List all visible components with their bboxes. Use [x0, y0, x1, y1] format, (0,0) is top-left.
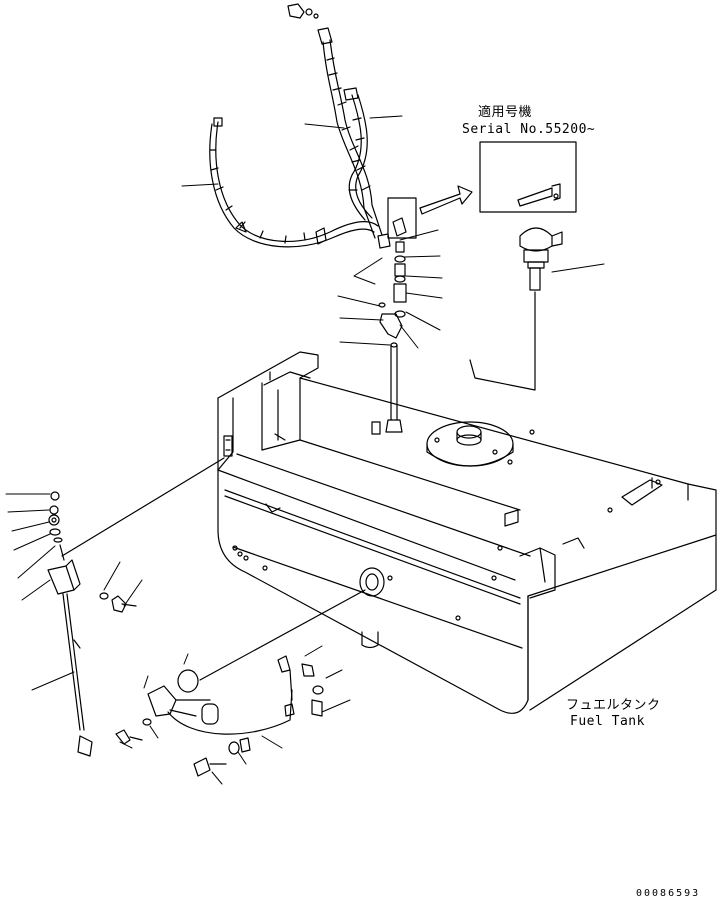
fuel-sender-assembly: [115, 589, 366, 777]
connector-stack: [371, 197, 417, 435]
gauge-rod-assembly: [47, 457, 225, 757]
hose-assembly: [209, 3, 383, 248]
drawing-number: 00086593: [636, 888, 701, 899]
serial-number-label: Serial No.55200~: [462, 122, 596, 137]
breather-cap: [469, 227, 563, 391]
fuel-tank-label-jp: フュエルタンク: [566, 698, 661, 713]
fuel-tank-body: [217, 351, 717, 714]
filler-cap-base: [426, 421, 514, 467]
leader-lines: [5, 115, 605, 785]
fuel-tank-label-en: Fuel Tank: [570, 714, 645, 729]
applicability-label-jp: 適用号機: [478, 105, 533, 120]
serial-inset: [419, 141, 577, 215]
